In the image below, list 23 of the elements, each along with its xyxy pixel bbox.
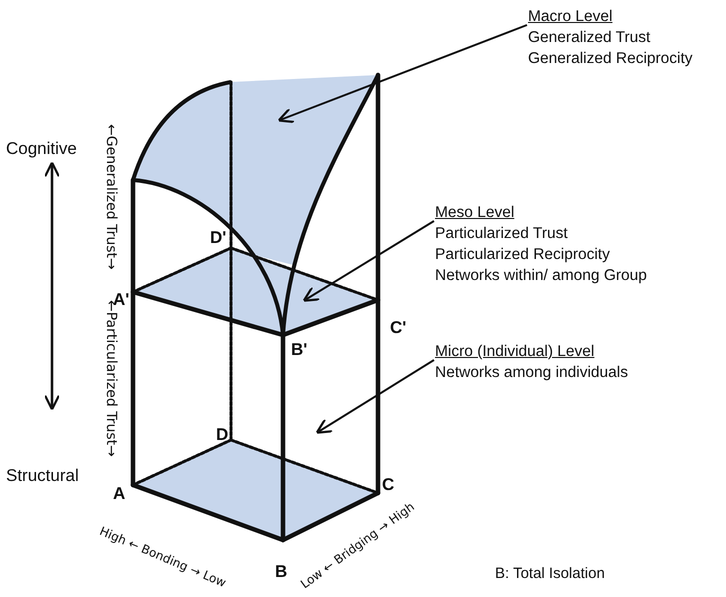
point-label: B' xyxy=(291,340,308,360)
axis-label: Cognitive xyxy=(6,139,77,159)
point-label: D' xyxy=(210,228,226,248)
point-label: C' xyxy=(390,318,406,338)
axis-label: Structural xyxy=(6,466,79,486)
level-heading: Micro (Individual) Level xyxy=(435,342,596,362)
note-text: B: Total Isolation xyxy=(495,565,605,582)
level-item: Particularized Reciprocity xyxy=(435,245,611,265)
level-item: Generalized Trust xyxy=(528,28,652,48)
point-label: B xyxy=(275,562,288,582)
axis-label: ←Generalized Trust→ xyxy=(103,124,119,270)
level-item: Networks among individuals xyxy=(435,363,628,383)
leader-arrow xyxy=(302,220,435,302)
leader-arrow xyxy=(278,24,528,124)
point-label: D xyxy=(216,425,228,445)
point-label: C xyxy=(382,475,394,495)
level-heading: Meso Level xyxy=(435,203,516,223)
level-heading: Macro Level xyxy=(528,7,614,27)
leader-arrow xyxy=(316,359,435,434)
level-item: Particularized Trust xyxy=(435,224,569,244)
level-item: Generalized Reciprocity xyxy=(528,49,693,69)
level-item: Networks within/ among Group xyxy=(435,266,647,286)
point-label: A xyxy=(113,484,126,504)
